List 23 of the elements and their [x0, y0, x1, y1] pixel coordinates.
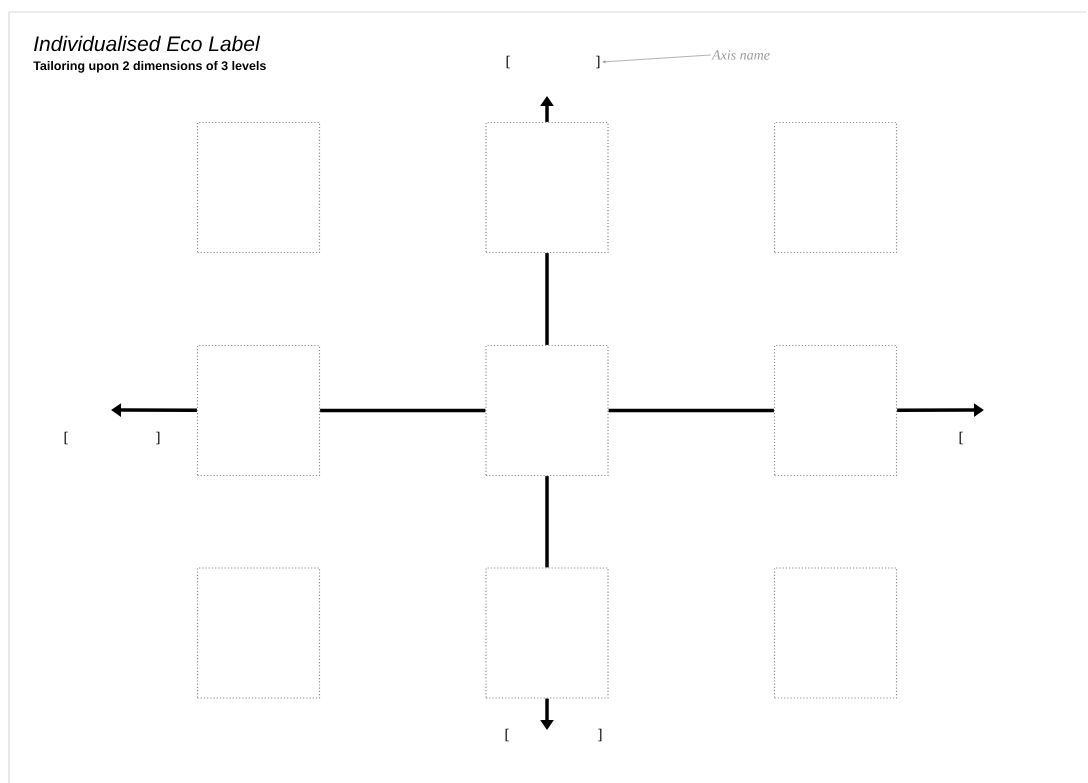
dotted-box: [485, 121, 609, 254]
dotted-box: [773, 121, 898, 254]
dotted-box: [485, 567, 609, 699]
dotted-box: [196, 567, 321, 699]
axis-line: [545, 476, 549, 568]
axis-line: [608, 408, 774, 413]
axis-line: [320, 408, 486, 413]
bracket: [: [505, 728, 509, 742]
dotted-box: [485, 344, 609, 477]
bracket-field: [ ]: [506, 55, 600, 69]
subtitle: Tailoring upon 2 dimensions of 3 levels: [33, 60, 266, 73]
annotation-text: Axis name: [711, 50, 770, 60]
bracket: [: [959, 431, 963, 445]
dotted-box: [196, 121, 321, 254]
dotted-box: [773, 344, 898, 477]
dotted-box: [773, 567, 898, 699]
leader-line: [602, 54, 712, 64]
dotted-box: [196, 344, 321, 477]
bracket: ]: [598, 728, 602, 742]
bracket: ]: [156, 431, 160, 445]
axis-line: [545, 253, 549, 345]
title: Individualised Eco Label: [34, 35, 261, 52]
bracket: [: [64, 431, 68, 445]
